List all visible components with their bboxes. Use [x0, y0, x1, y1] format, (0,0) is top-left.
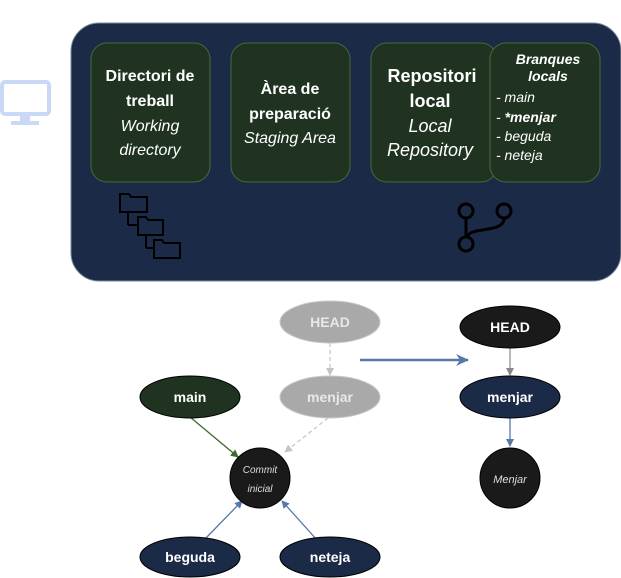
menjar-label: menjar	[487, 389, 533, 405]
commit-menjar-label: Menjar	[493, 474, 528, 486]
branch-item-main: - main	[496, 89, 535, 105]
branch-item-neteja: - neteja	[496, 147, 543, 163]
staging-area-box: Àrea de preparació Staging Area	[230, 42, 351, 183]
repo-sub-1: Local	[408, 116, 452, 136]
staging-title-1: Àrea de	[261, 79, 320, 98]
branch-item-beguda: - beguda	[496, 128, 551, 144]
local-repository-box: Repositori local Local Repository	[370, 42, 498, 183]
neteja-node: neteja	[279, 536, 381, 578]
working-title-1: Directori de	[106, 68, 195, 85]
repo-sub-2: Repository	[387, 140, 474, 160]
edge-neteja-to-commit	[281, 500, 318, 541]
menjar-old-label: menjar	[307, 389, 353, 405]
commit-label-1: Commit	[243, 465, 279, 476]
main-label: main	[174, 389, 207, 405]
commit-initial-node: Commit inicial	[229, 447, 291, 509]
branch-item-menjar: *menjar	[505, 109, 558, 125]
head-label: HEAD	[490, 319, 530, 335]
working-sub-1: Working	[121, 118, 180, 135]
commit-label-2: inicial	[247, 484, 273, 495]
working-directory-box: Directori de treball Working directory	[90, 42, 211, 183]
beguda-node: beguda	[139, 536, 241, 578]
local-branches-box: Branques locals - main - *menjar - begud…	[489, 42, 601, 183]
edge-menjar-old-to-commit	[284, 417, 329, 453]
staging-title-2: preparació	[249, 106, 331, 123]
monitor-icon	[0, 80, 51, 125]
edge-beguda-to-commit	[203, 500, 243, 541]
head-node-old: HEAD	[279, 300, 381, 344]
repo-title-2: local	[409, 91, 450, 111]
branches-title-1: Branques	[516, 51, 581, 67]
branches-title-2: locals	[528, 68, 568, 84]
edge-main-to-commit	[189, 416, 239, 458]
repo-title-1: Repositori	[387, 66, 476, 86]
folder-tree-icon	[119, 193, 181, 259]
menjar-node-old: menjar	[279, 375, 381, 419]
branch-item-dash: -	[496, 109, 505, 125]
working-title-2: treball	[126, 93, 174, 110]
staging-sub-1: Staging Area	[244, 130, 336, 147]
beguda-label: beguda	[165, 549, 215, 565]
git-branch-icon	[457, 202, 513, 253]
neteja-label: neteja	[310, 549, 351, 565]
menjar-node: menjar	[459, 375, 561, 419]
working-sub-2: directory	[119, 142, 181, 159]
commit-menjar-node: Menjar	[479, 447, 541, 509]
main-node: main	[139, 375, 241, 419]
branch-item-menjar-active: - *menjar	[496, 109, 557, 125]
head-node: HEAD	[459, 305, 561, 349]
head-old-label: HEAD	[310, 314, 350, 330]
